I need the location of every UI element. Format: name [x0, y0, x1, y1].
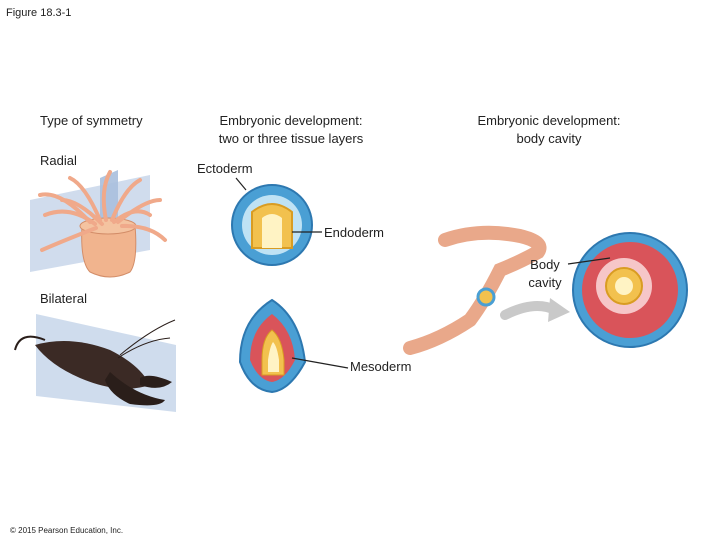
label-bilateral: Bilateral: [40, 291, 87, 306]
figure-label: Figure 18.3-1: [6, 7, 72, 19]
header-tissue-line1: Embryonic development:: [219, 113, 363, 128]
worm-body: [403, 225, 547, 355]
inner-gut: [268, 342, 279, 372]
sea-anemone-illustration: [30, 170, 167, 278]
three-layer-embryo: [238, 298, 307, 394]
worm-cross-section-marker: [476, 287, 496, 307]
lobster-body: [35, 341, 150, 389]
lobster-claw: [105, 372, 165, 406]
label-body-cavity: Body cavity: [522, 256, 568, 292]
lobster-illustration: [14, 314, 176, 412]
header-tissue-layers: Embryonic development: two or three tiss…: [195, 112, 387, 148]
lobster-tail-fin: [14, 335, 46, 351]
two-layer-embryo: [231, 184, 313, 266]
lobster-pincer: [140, 375, 172, 388]
label-body-cavity-line1: Body: [530, 257, 560, 272]
arrow-head: [548, 298, 570, 322]
copyright-notice: © 2015 Pearson Education, Inc.: [10, 526, 124, 535]
header-cavity-line2: body cavity: [516, 131, 582, 146]
header-body-cavity: Embryonic development: body cavity: [453, 112, 645, 148]
mesoderm-leader: [291, 357, 349, 369]
body-cavity-cross-section: [572, 232, 688, 348]
body-cavity-leader: [567, 257, 611, 265]
lobster-antenna-2: [117, 337, 171, 359]
header-tissue-line2: two or three tissue layers: [218, 131, 364, 146]
label-radial: Radial: [40, 153, 77, 168]
label-endoderm: Endoderm: [324, 225, 384, 240]
anemone-body: [81, 224, 137, 278]
leader-lines: [235, 177, 611, 369]
label-mesoderm: Mesoderm: [350, 359, 412, 374]
header-cavity-line1: Embryonic development:: [477, 113, 621, 128]
label-body-cavity-line2: cavity: [528, 275, 562, 290]
header-symmetry: Type of symmetry: [40, 113, 143, 128]
worm-illustration: [403, 225, 570, 355]
label-ectoderm: Ectoderm: [197, 161, 253, 176]
cavity-gut: [615, 277, 633, 295]
ectoderm-leader: [235, 177, 247, 191]
gut-cavity: [262, 214, 282, 248]
arrow-shaft: [500, 301, 560, 320]
anemone-tentacles: [38, 170, 167, 252]
lobster-antenna: [119, 319, 176, 356]
